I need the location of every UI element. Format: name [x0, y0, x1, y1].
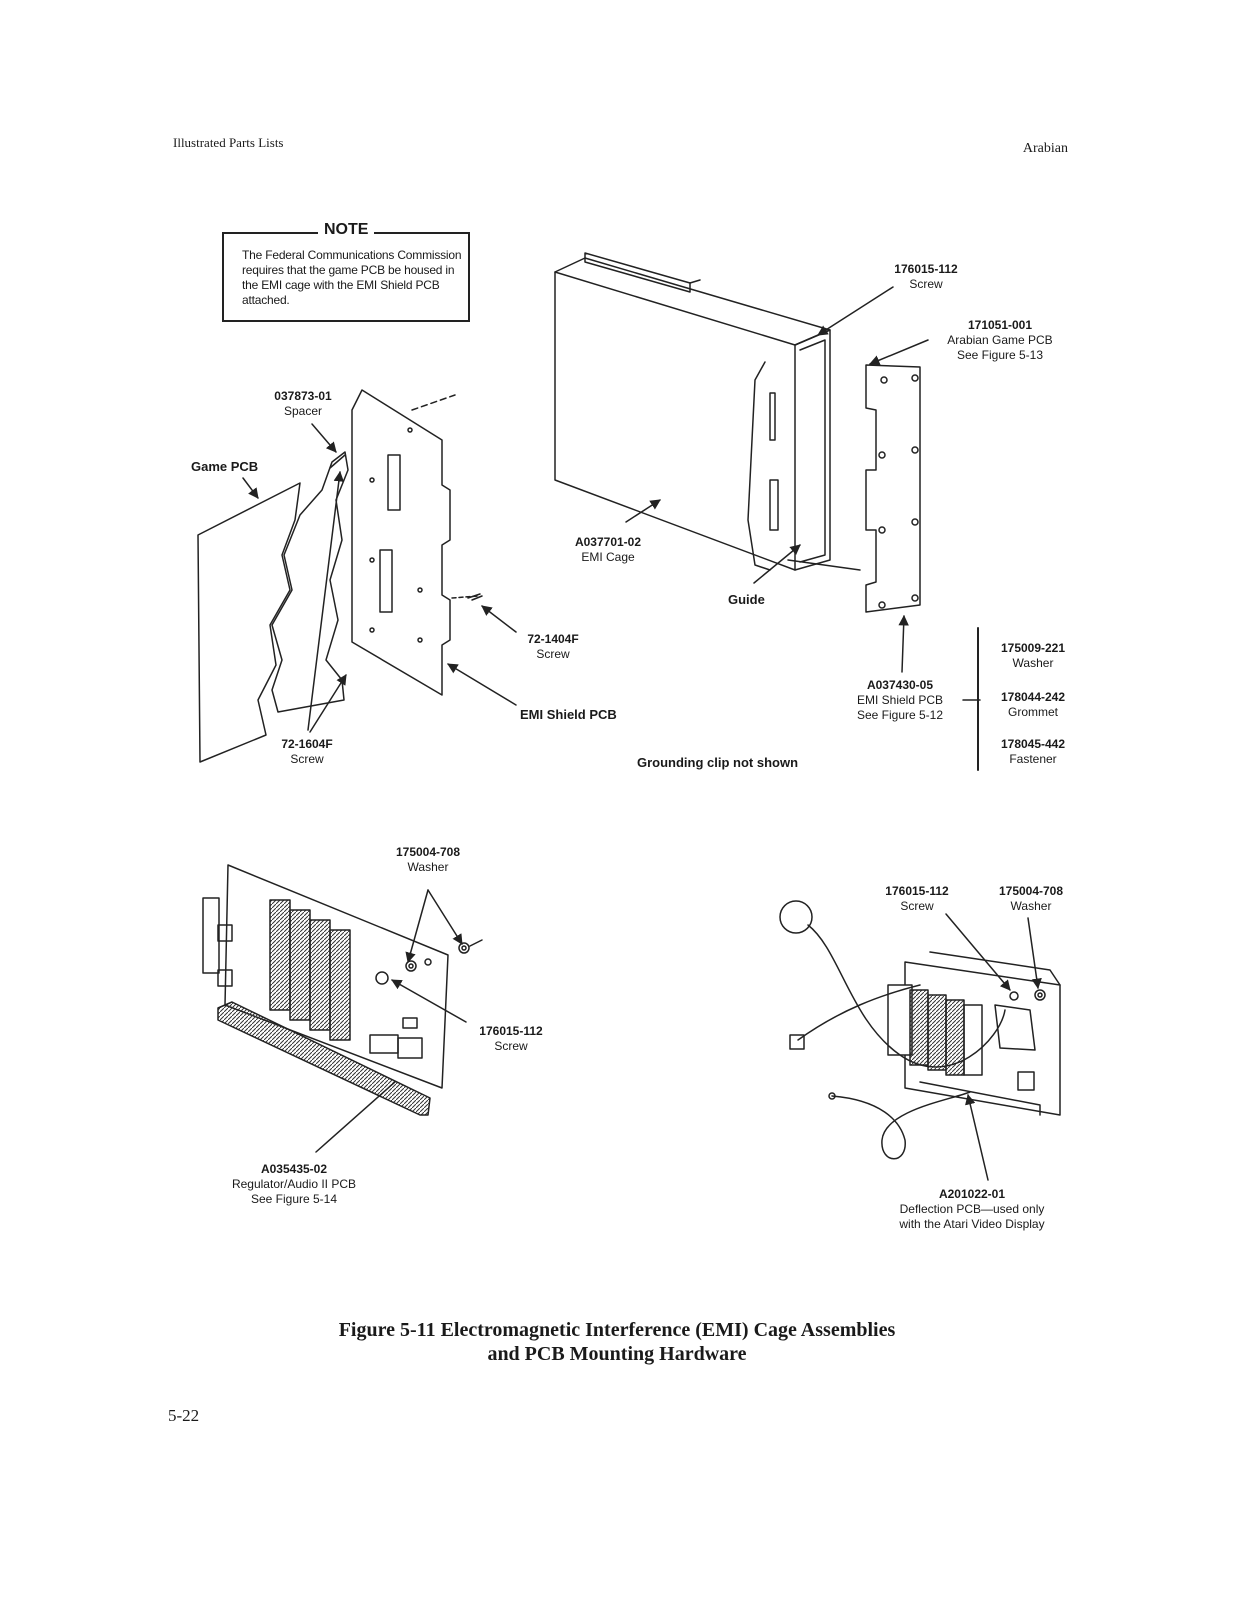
defl-screw-name: Screw	[900, 899, 934, 913]
screw-72-1404f-part-number: 72-1404F	[527, 632, 579, 646]
figure-caption: Figure 5-11 Electromagnetic Interference…	[237, 1318, 997, 1366]
deflection-pcb-line2: with the Atari Video Display	[899, 1217, 1045, 1231]
game-pcb-drawing	[197, 482, 301, 763]
regulator-pcb-callout: A035435-02 Regulator/Audio II PCB See Fi…	[220, 1162, 368, 1207]
washer-175009-part-number: 175009-221	[1000, 641, 1066, 655]
defl-washer-part-number: 175004-708	[998, 884, 1064, 898]
emi-cage-part-number: A037701-02	[574, 535, 642, 549]
reg-screw-callout: 176015-112 Screw	[474, 1024, 548, 1054]
shield-pcb-name: EMI Shield PCB	[856, 693, 944, 707]
grommet-part-number: 178044-242	[1000, 690, 1066, 704]
emi-shield-pcb-label: EMI Shield PCB	[520, 707, 617, 722]
grommet-callout: 178044-242 Grommet	[994, 690, 1072, 720]
spacer-callout: 037873-01 Spacer	[268, 389, 338, 419]
defl-washer-name: Washer	[1010, 899, 1052, 913]
deflection-pcb-line1: Deflection PCB—used only	[899, 1202, 1045, 1216]
game-pcb-in-cage-drawing	[865, 364, 921, 613]
emi-cage-callout: A037701-02 EMI Cage	[570, 535, 646, 565]
screw-72-1604f-name: Screw	[290, 752, 324, 766]
screw-72-1404f-name: Screw	[536, 647, 570, 661]
game-header: Arabian	[1022, 141, 1068, 156]
section-header: Illustrated Parts Lists	[173, 135, 284, 150]
screw-72-1604f-part-number: 72-1604F	[281, 737, 333, 751]
screw-72-1604f-callout: 72-1604F Screw	[276, 737, 338, 767]
arabian-game-pcb-callout: 171051-001 Arabian Game PCB See Figure 5…	[936, 318, 1064, 363]
grounding-clip-note: Grounding clip not shown	[637, 755, 799, 770]
arabian-game-pcb-name: Arabian Game PCB	[947, 333, 1053, 347]
figure-caption-line1: Figure 5-11 Electromagnetic Interference…	[338, 1319, 896, 1341]
note-text: The Federal Communications Commission re…	[242, 248, 462, 307]
cage-screw-callout: 176015-112 Screw	[890, 262, 962, 292]
reg-washer-name: Washer	[407, 860, 449, 874]
reg-washer-part-number: 175004-708	[395, 845, 461, 859]
emi-cage-drawing	[554, 252, 861, 571]
washer-175009-name: Washer	[1012, 656, 1054, 670]
grommet-name: Grommet	[1007, 705, 1058, 719]
shield-pcb-ref: See Figure 5-12	[856, 708, 944, 722]
page-number: 5-22	[168, 1406, 200, 1425]
note-box: NOTE The Federal Communications Commissi…	[222, 221, 470, 322]
reg-washer-callout: 175004-708 Washer	[390, 845, 466, 875]
screw-72-1404f-callout: 72-1404F Screw	[522, 632, 584, 662]
regulator-pcb-name: Regulator/Audio II PCB	[231, 1177, 357, 1191]
figure-caption-line2: and PCB Mounting Hardware	[487, 1343, 747, 1365]
defl-screw-part-number: 176015-112	[885, 884, 949, 898]
regulator-pcb-ref: See Figure 5-14	[250, 1192, 338, 1206]
shield-pcb-callout: A037430-05 EMI Shield PCB See Figure 5-1…	[846, 678, 954, 723]
shield-pcb-part-number: A037430-05	[866, 678, 934, 692]
spacer-name: Spacer	[283, 404, 323, 418]
regulator-pcb-part-number: A035435-02	[260, 1162, 328, 1176]
reg-screw-part-number: 176015-112	[479, 1024, 543, 1038]
deflection-pcb-drawing	[779, 900, 1061, 1160]
defl-screw-callout: 176015-112 Screw	[880, 884, 954, 914]
game-pcb-label: Game PCB	[191, 459, 259, 474]
emi-cage-name: EMI Cage	[581, 550, 635, 564]
washer-175009-callout: 175009-221 Washer	[994, 641, 1072, 671]
cage-screw-part-number: 176015-112	[894, 262, 958, 276]
deflection-pcb-callout: A201022-01 Deflection PCB—used only with…	[886, 1187, 1058, 1232]
defl-washer-callout: 175004-708 Washer	[992, 884, 1070, 914]
fastener-part-number: 178045-442	[1000, 737, 1066, 751]
cage-screw-name: Screw	[909, 277, 943, 291]
reg-screw-name: Screw	[494, 1039, 528, 1053]
guide-label: Guide	[728, 592, 765, 607]
fastener-name: Fastener	[1009, 752, 1057, 766]
note-title: NOTE	[318, 221, 375, 239]
fastener-callout: 178045-442 Fastener	[994, 737, 1072, 767]
emi-shield-pcb-drawing	[351, 389, 483, 696]
deflection-pcb-part-number: A201022-01	[938, 1187, 1006, 1201]
arabian-game-pcb-ref: See Figure 5-13	[956, 348, 1044, 362]
arabian-game-pcb-part-number: 171051-001	[967, 318, 1033, 332]
regulator-pcb-drawing	[202, 864, 483, 1116]
spacer-part-number: 037873-01	[274, 389, 332, 403]
